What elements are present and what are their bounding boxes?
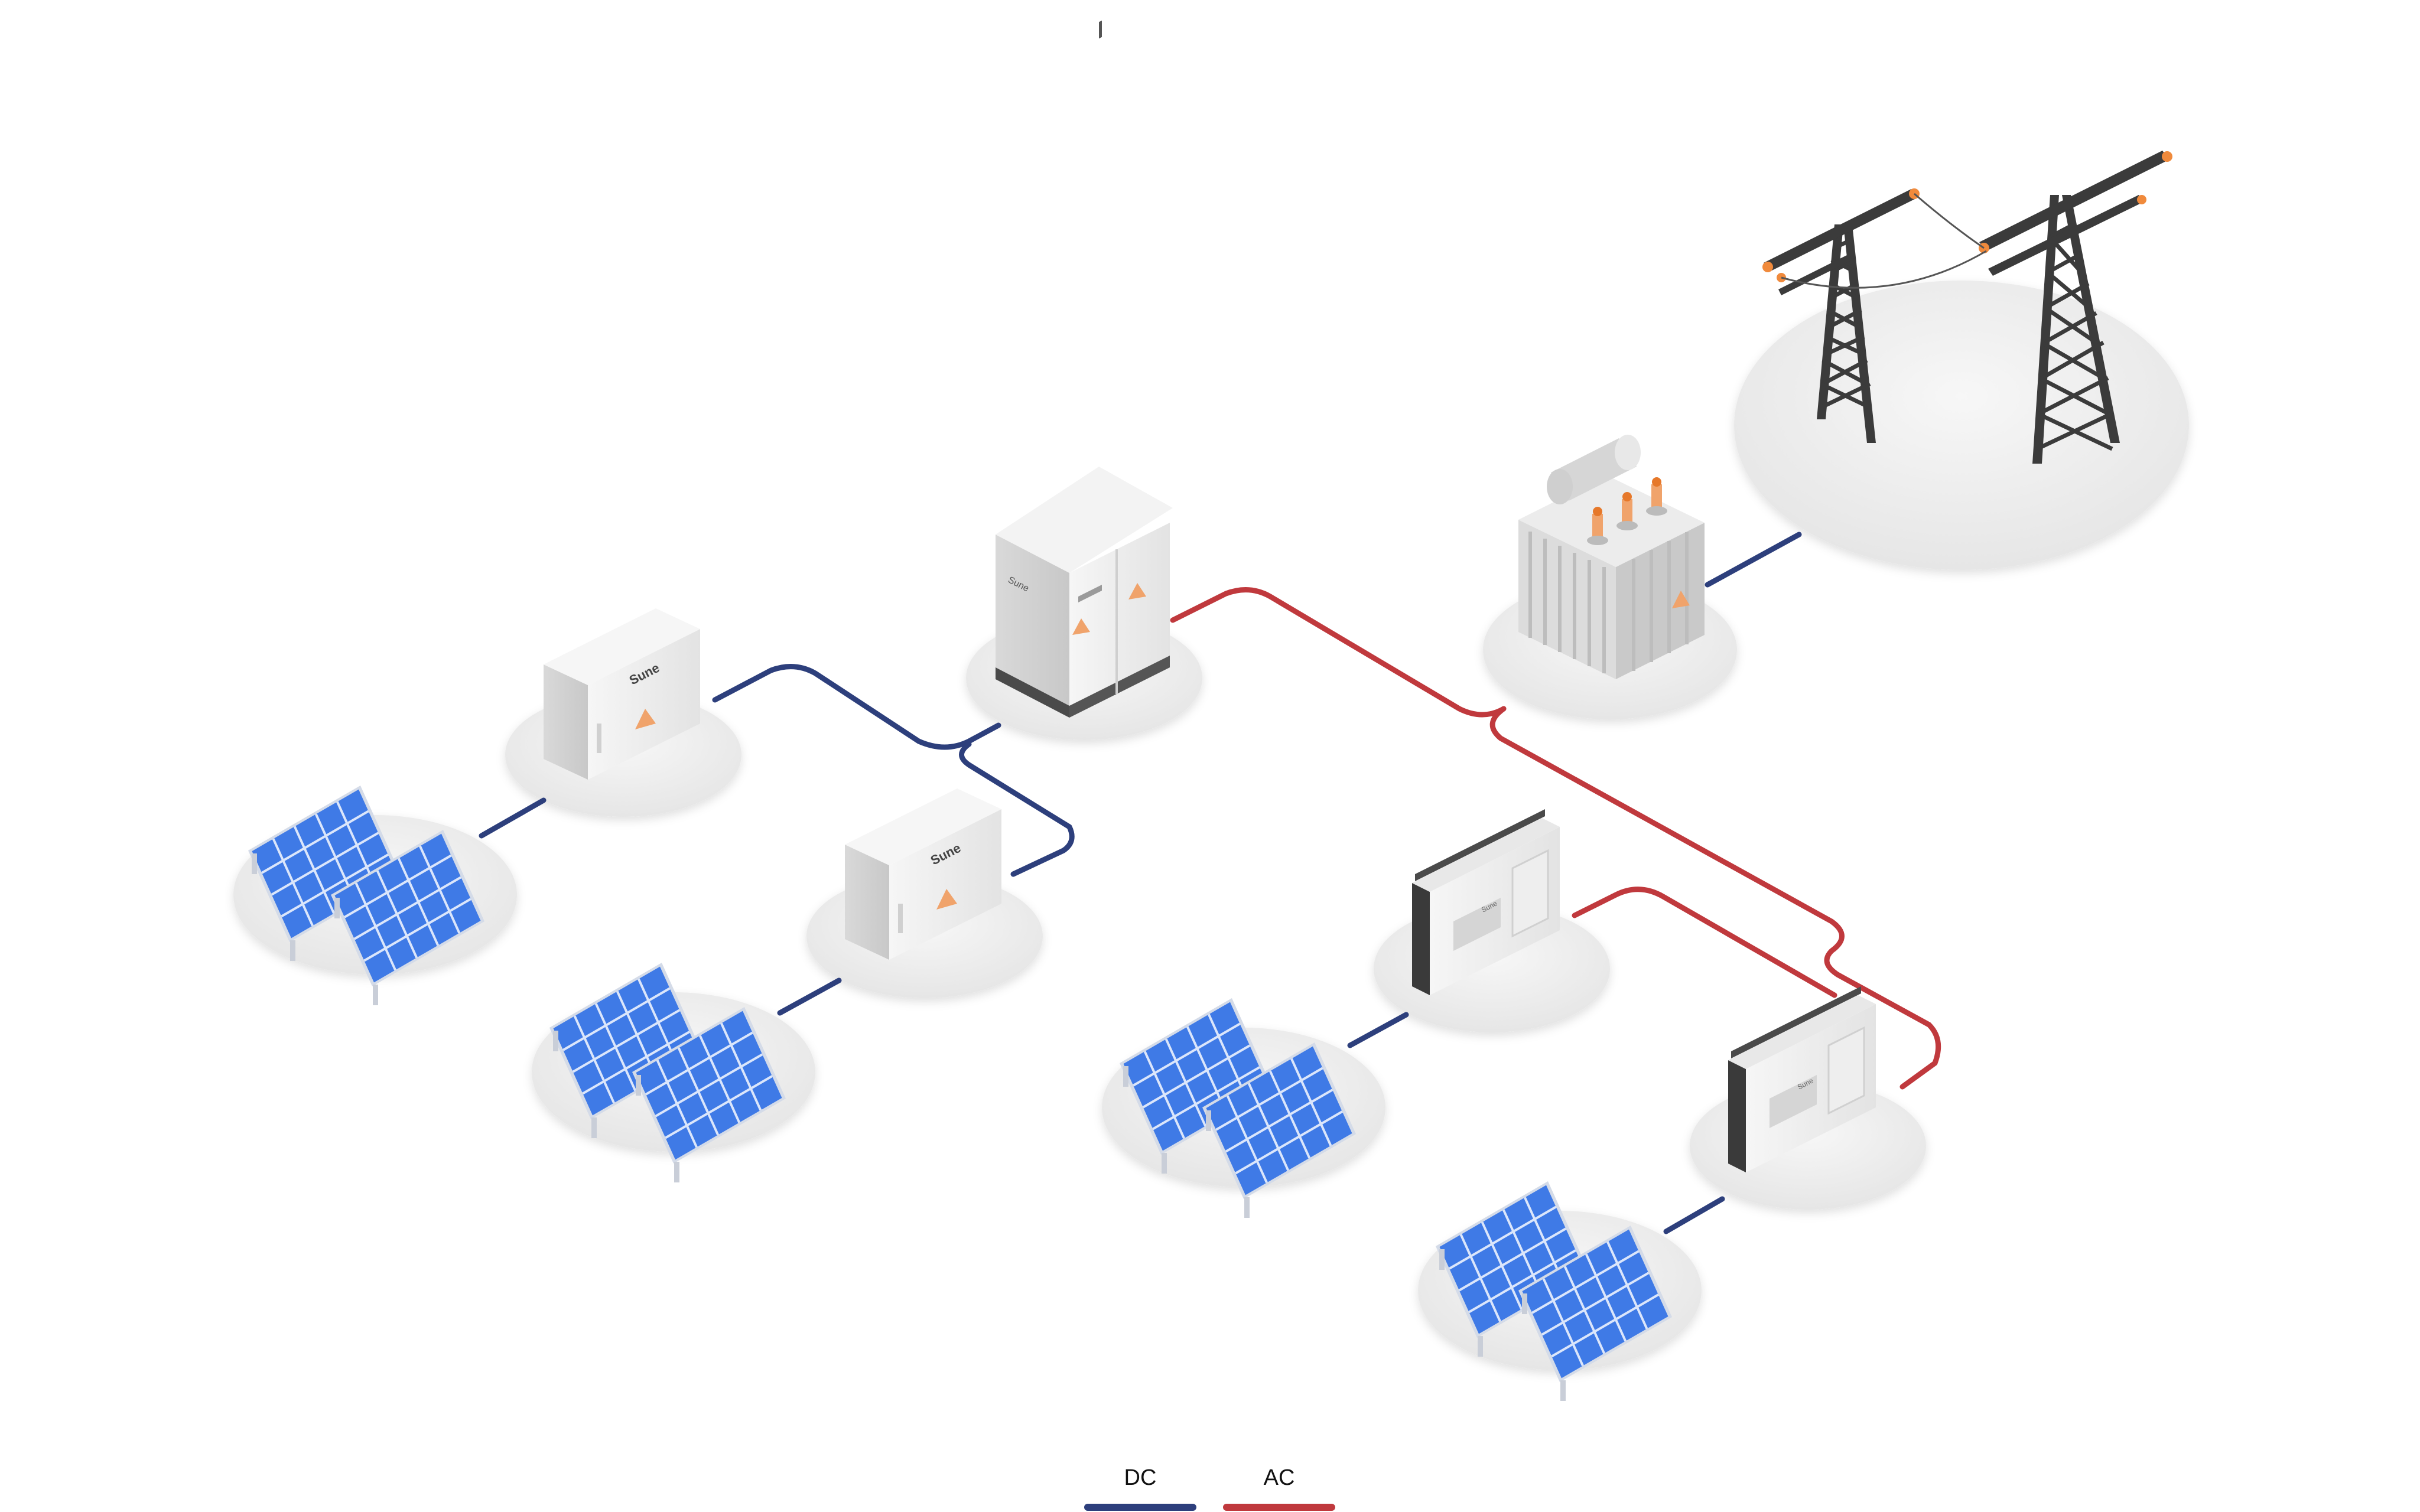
solar-array-icon: [1436, 1181, 1672, 1401]
grid-platform: [1734, 281, 2189, 570]
ac-cable-inverter1-trunk: [1572, 887, 1837, 998]
legend-dc-label: DC: [1124, 1465, 1157, 1490]
dc-cable-pv1-combiner1: [479, 797, 547, 839]
legend-ac-label: AC: [1263, 1465, 1295, 1490]
legend-ac-swatch: [1223, 1504, 1335, 1511]
legend-ac: AC: [1223, 1465, 1335, 1511]
dc-cable-pv3-inverter1: [1347, 1012, 1409, 1048]
legend-dc: DC: [1084, 1465, 1196, 1511]
tower-right-icon: [1979, 151, 2172, 464]
warning-sign-icon: [1672, 591, 1690, 608]
warning-sign-icon: [936, 889, 957, 910]
warning-sign-icon: [1128, 583, 1146, 599]
platforms: [233, 281, 2189, 1370]
string-inverter-icon: Sune: [1412, 809, 1560, 995]
dc-cable-combiner2-central: [959, 741, 1075, 877]
tower-left-icon: [1762, 188, 1920, 443]
dc-cable-transformer-grid: [1705, 532, 1802, 588]
conservator-tank-icon: [1547, 435, 1641, 504]
ac-cable-central-transformer: [1170, 587, 1507, 718]
legend-dc-swatch: [1084, 1504, 1196, 1511]
solar-array-icon: [1120, 998, 1356, 1218]
string-inverter-icon: Sune: [1728, 986, 1876, 1172]
warning-sign-icon: [1072, 618, 1090, 635]
solar-array-icon: [248, 786, 484, 1005]
dc-cable-combiner1-central: [712, 664, 1001, 750]
transmission-towers-icon: [1762, 151, 2172, 464]
dc-cable-pv2-combiner2: [777, 977, 842, 1016]
combiner-box-icon: Sune: [845, 788, 1001, 960]
dc-cable-pv4-inverter2: [1663, 1196, 1725, 1234]
power-line-icon: [1781, 193, 1987, 289]
solar-array-icon: [549, 963, 786, 1182]
ac-cable-trunk: [1489, 706, 1941, 1090]
warning-sign-icon: [635, 709, 656, 729]
combiner-box-icon: Sune: [544, 608, 700, 780]
transformer-icon: [1518, 435, 1705, 679]
central-inverter-icon: Sune: [996, 20, 1173, 718]
bushings-icon: [1587, 477, 1667, 545]
